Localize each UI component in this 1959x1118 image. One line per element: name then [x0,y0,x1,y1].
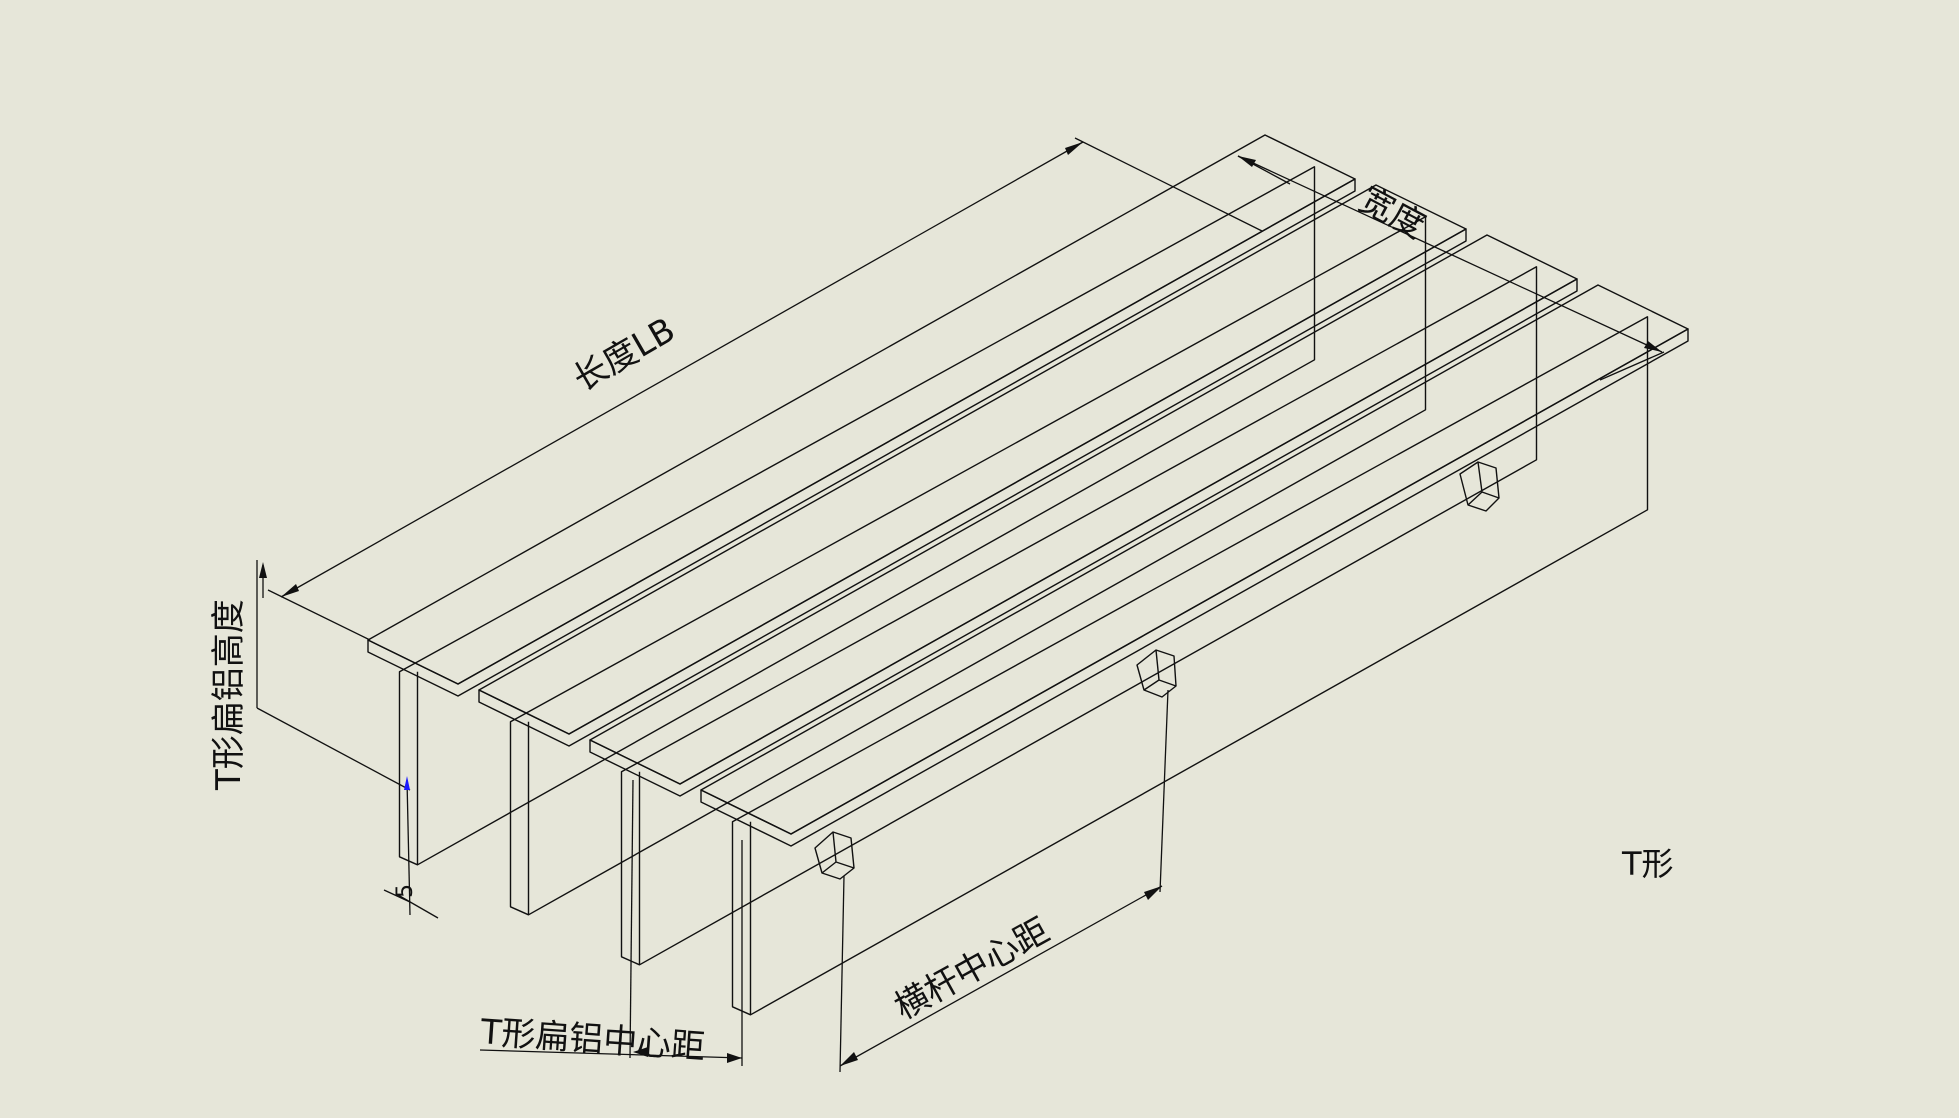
bar-flange-side [700,328,1689,847]
flange-thickness-dimension: 5 [383,776,439,919]
bar-web [398,166,1316,866]
crossbar-center-dimension: 横杆中心距 [839,689,1169,1073]
bar-top-serrated [700,284,1689,835]
clip-front [814,831,855,880]
bar-web [731,316,1649,1016]
t-height-dimension: T形扁铝高度 [209,560,411,791]
bar-flange-side [478,228,1467,747]
bar-top-serrated [478,184,1467,735]
bar-web [620,266,1538,966]
width-dimension: 宽度 [1237,155,1665,381]
bar-flange-side [367,178,1356,697]
flange-thickness-label: 5 [393,884,418,898]
t-center-dimension: T形扁铝中心距 [478,779,743,1068]
type-label: T形 [1621,845,1674,883]
clip-middle [1136,649,1177,698]
width-label: 宽度 [1353,180,1432,247]
clip-back [1459,461,1500,512]
length-label: 长度LB [567,310,683,400]
crossbar-clips [814,461,1500,880]
bar-flange-side [589,278,1578,797]
t-height-label: T形扁铝高度 [209,599,249,791]
bar-top-serrated [367,134,1356,685]
bar-top-serrated [589,234,1578,785]
t-center-label: T形扁铝中心距 [478,1012,706,1068]
crossbar-center-label: 横杆中心距 [888,910,1056,1027]
bar-web [509,216,1427,916]
t-bars [367,134,1689,1016]
